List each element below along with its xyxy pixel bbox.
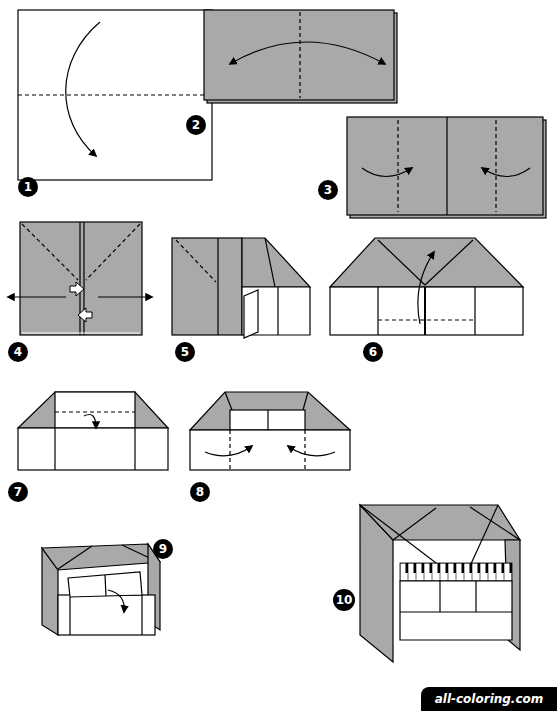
callout-number: 1 xyxy=(24,180,32,194)
step-number: 7 xyxy=(8,482,28,502)
step6-house xyxy=(330,238,523,335)
step-number: 2 xyxy=(186,115,206,135)
step9-piano xyxy=(42,544,160,635)
step7-house xyxy=(18,392,168,470)
watermark-text: all-coloring.com xyxy=(435,692,544,706)
callout-number: 10 xyxy=(336,593,353,607)
watermark-band: all-coloring.com xyxy=(421,687,557,711)
step-number: 10 xyxy=(333,589,356,612)
step8-house xyxy=(190,392,350,470)
step-number: 3 xyxy=(318,180,338,200)
callout-number: 6 xyxy=(369,345,377,359)
callout-number: 9 xyxy=(159,542,167,556)
callout-number: 2 xyxy=(192,118,200,132)
step3-rectangle xyxy=(347,117,546,218)
callout-number: 7 xyxy=(14,485,22,499)
callout-number: 3 xyxy=(324,183,332,197)
step-number: 5 xyxy=(175,342,195,362)
callout-number: 5 xyxy=(181,345,189,359)
step-number: 9 xyxy=(153,539,173,559)
callout-number: 8 xyxy=(196,485,204,499)
step-number: 8 xyxy=(190,482,210,502)
step4-folded xyxy=(8,222,152,335)
callout-number: 4 xyxy=(14,345,22,359)
step10-piano xyxy=(360,505,520,662)
step2-rectangle xyxy=(204,10,397,103)
step-number: 4 xyxy=(8,342,28,362)
step5-folded xyxy=(172,238,310,338)
step-number: 6 xyxy=(363,342,383,362)
step-number: 1 xyxy=(18,177,38,197)
step1-square xyxy=(18,10,212,180)
